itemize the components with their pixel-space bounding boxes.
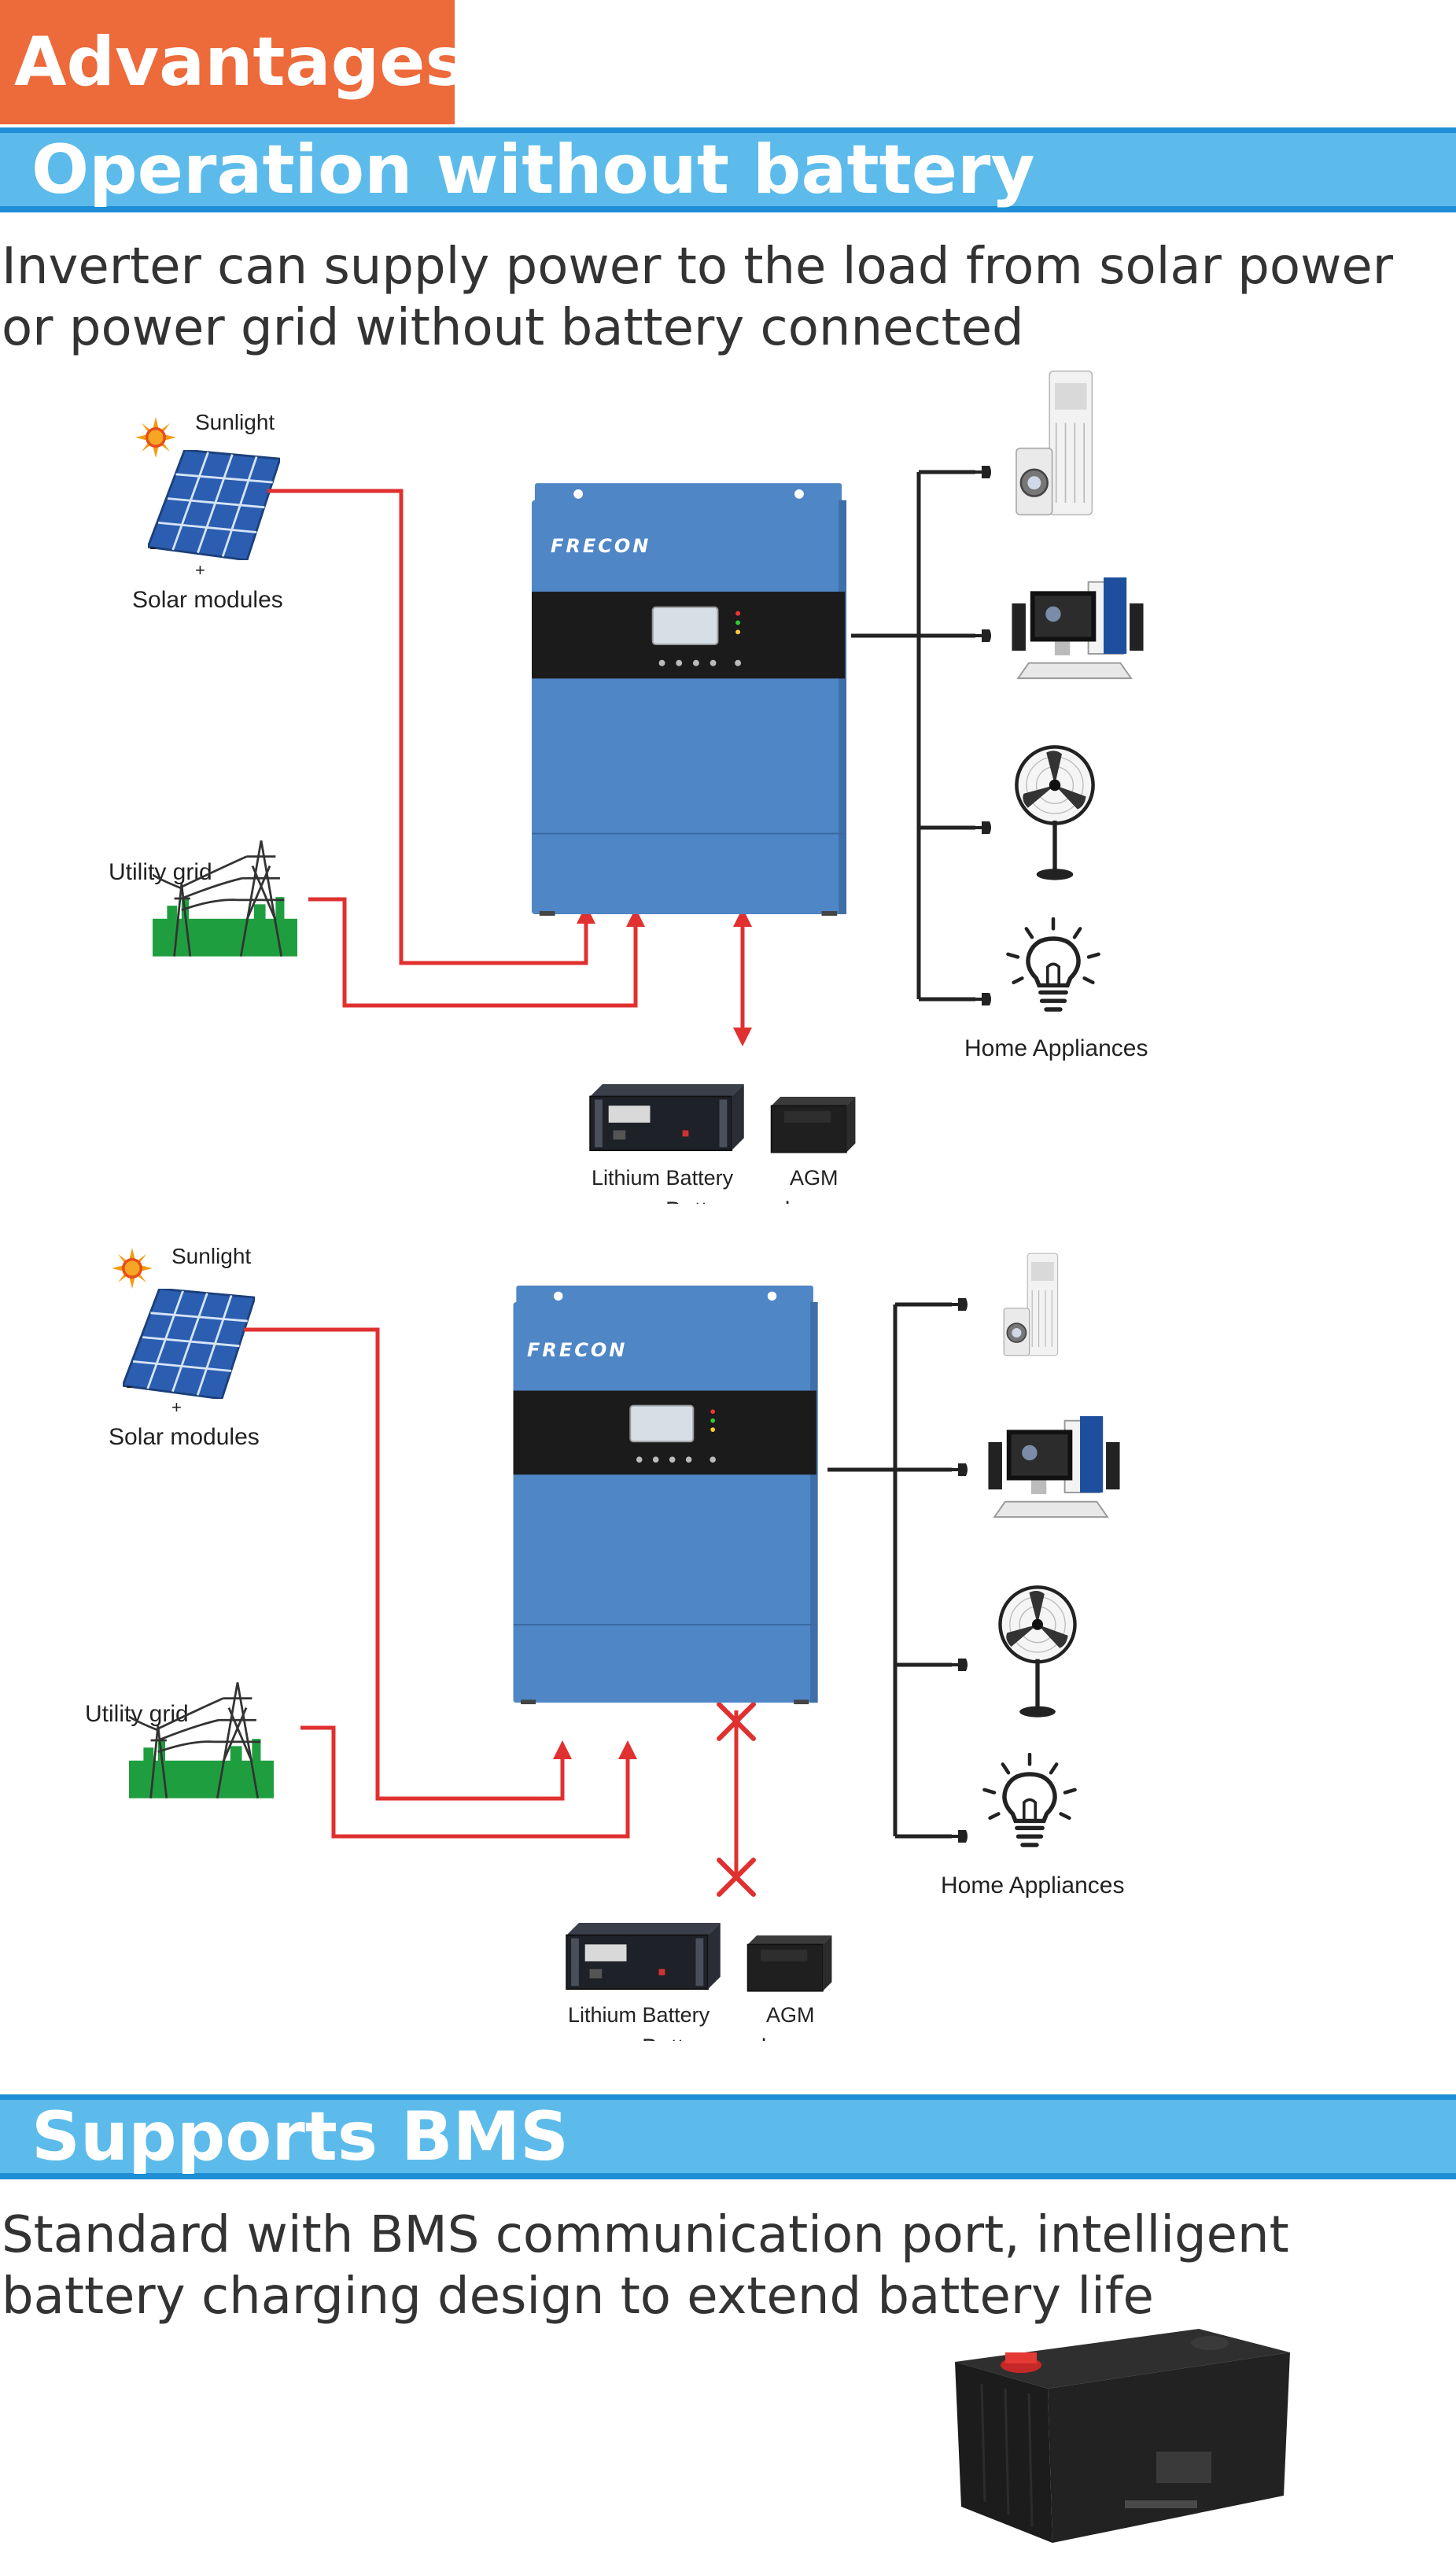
battery-packs-label: Battery packs — [665, 1197, 809, 1204]
solar-minus-sign: - — [149, 535, 157, 559]
utility-grid-label: Utility grid — [109, 859, 212, 885]
load-wiring — [828, 1302, 952, 1839]
inverter-brand-label: FRECON — [527, 1339, 627, 1361]
lead-acid-battery-image — [955, 2329, 1290, 2543]
utility-grid-label: Utility grid — [85, 1701, 189, 1727]
agm-label: AGM — [766, 2003, 815, 2027]
battery-wire-arrow-down — [733, 1028, 752, 1046]
solar-modules-label: Solar modules — [109, 1424, 260, 1450]
battery-wire-arrow-up — [733, 908, 752, 927]
plug-icon — [972, 821, 991, 834]
lithium-battery-label: Lithium Battery — [592, 1166, 734, 1190]
desktop-computer-icon — [1011, 576, 1145, 680]
solar-wire — [267, 489, 588, 965]
solar-wire — [244, 1327, 565, 1801]
lithium-battery-icon — [589, 1084, 745, 1152]
utility-grid-icon — [129, 1682, 274, 1799]
plug-icon — [949, 1298, 968, 1311]
solar-panel-icon — [123, 1289, 255, 1399]
solar-minus-sign: - — [126, 1374, 133, 1397]
diagram-without-battery: Sunlight - + Solar modules Utility grid … — [85, 1244, 1124, 2041]
desktop-computer-icon — [987, 1415, 1121, 1518]
home-appliances-label: Home Appliances — [941, 1873, 1124, 1898]
lithium-battery-label: Lithium Battery — [568, 2003, 710, 2027]
section-title-bms: Supports BMS — [0, 2094, 1456, 2179]
battery-packs-label: Battery packs — [642, 2035, 785, 2041]
plug-icon — [949, 1659, 968, 1671]
sun-icon — [135, 417, 176, 458]
utility-grid-icon — [153, 840, 297, 957]
agm-battery-icon — [770, 1097, 857, 1153]
section-description-operation: Inverter can supply power to the load fr… — [2, 238, 1394, 357]
grid-wire-arrow — [618, 1740, 637, 1759]
sunlight-label: Sunlight — [195, 410, 275, 434]
load-wiring — [851, 470, 975, 1002]
grid-wire-arrow — [626, 908, 645, 927]
sunlight-label: Sunlight — [171, 1244, 251, 1268]
section-title-operation: Operation without battery — [0, 127, 1456, 212]
electric-fan-icon — [1000, 1587, 1074, 1717]
light-bulb-icon — [1008, 919, 1098, 1009]
plug-icon — [972, 466, 991, 478]
solar-wire-arrow — [577, 905, 595, 924]
plug-icon — [972, 993, 991, 1005]
solar-plus-sign: + — [171, 1397, 182, 1417]
inverter-brand-label: FRECON — [551, 535, 651, 557]
solar-wire-arrow — [553, 1740, 572, 1759]
section-description-bms: Standard with BMS communication port, in… — [2, 2206, 1289, 2326]
air-conditioner-washer-icon — [1015, 370, 1093, 516]
electric-fan-icon — [1016, 747, 1093, 880]
lithium-battery-icon — [566, 1923, 721, 1991]
grid-wire — [300, 1725, 630, 1839]
solar-panel-icon — [148, 450, 280, 560]
plug-icon — [949, 1463, 968, 1476]
grid-wire — [308, 897, 638, 1008]
advantages-tag: Advantages — [0, 0, 466, 124]
agm-battery-icon — [746, 1935, 833, 1992]
solar-plus-sign: + — [195, 560, 205, 580]
plug-icon — [949, 1830, 968, 1843]
plug-icon — [972, 629, 991, 642]
agm-label: AGM — [790, 1166, 839, 1190]
light-bulb-icon — [984, 1754, 1074, 1845]
solar-modules-label: Solar modules — [132, 587, 283, 613]
home-appliances-label: Home Appliances — [964, 1035, 1148, 1061]
air-conditioner-washer-icon — [1002, 1253, 1060, 1356]
sun-icon — [112, 1248, 153, 1289]
diagram-with-battery: Sunlight - + Solar modules Utility grid … — [109, 370, 1148, 1204]
